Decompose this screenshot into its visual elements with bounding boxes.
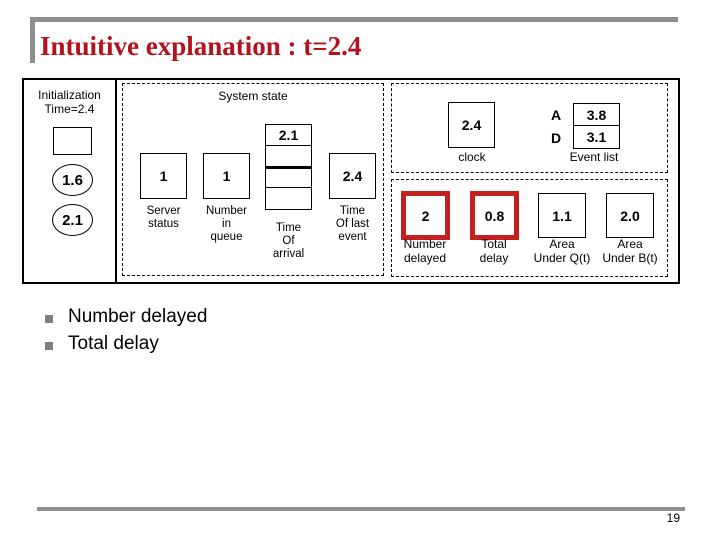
- number-in-queue-box: 1: [203, 153, 250, 199]
- arrival-stack-cell: [266, 188, 311, 209]
- system-state-panel: System state 1 1 2.1 2.4 Server status N…: [122, 83, 384, 276]
- event-type-departure: D: [550, 130, 562, 146]
- arrival-stack-cell: [266, 146, 311, 167]
- server-status-box: 1: [140, 153, 187, 199]
- area-under-qt-label: Area Under Q(t): [533, 237, 591, 265]
- time-of-arrival-stack: 2.1: [265, 124, 312, 210]
- clock-eventlist-panel: 2.4 clock A D 3.8 3.1 Event list: [391, 83, 668, 173]
- number-delayed-label: Number delayed: [403, 237, 447, 265]
- simulation-diagram: Initialization Time=2.4 1.6 2.1 System s…: [22, 78, 680, 284]
- area-under-bt-label: Area Under B(t): [602, 237, 658, 265]
- bullet-text: Total delay: [68, 333, 159, 354]
- initialization-label: Initialization Time=2.4: [38, 88, 101, 116]
- system-state-title: System state: [218, 89, 288, 103]
- initialization-empty-box: [53, 127, 92, 155]
- total-delay-label: Total delay: [479, 237, 509, 265]
- initialization-circle-1: 1.6: [52, 164, 93, 196]
- clock-label: clock: [458, 150, 486, 164]
- number-in-queue-label: Number in queue: [206, 205, 247, 243]
- footer-rule: [37, 507, 685, 511]
- event-time-departure: 3.1: [586, 129, 607, 145]
- area-under-qt-box: 1.1: [538, 193, 586, 238]
- number-delayed-box: 2: [401, 191, 450, 240]
- page-number: 19: [666, 511, 680, 525]
- time-of-arrival-label: Time Of arrival: [272, 222, 305, 260]
- server-status-label: Server status: [146, 205, 181, 230]
- total-delay-box: 0.8: [470, 191, 519, 240]
- event-time-arrival: 3.8: [574, 104, 619, 126]
- bullet-square-icon: [45, 342, 53, 350]
- event-list-label: Event list: [569, 150, 619, 164]
- slide-title: Intuitive explanation : t=2.4: [40, 31, 362, 61]
- event-list-stack: 3.8 3.1: [573, 103, 620, 149]
- initialization-circle-2: 2.1: [52, 204, 93, 236]
- counters-panel: 2 0.8 1.1 2.0 Number delayed Total delay…: [391, 179, 668, 277]
- bullet-text: Number delayed: [68, 306, 208, 327]
- time-of-last-event-label: Time Of last event: [335, 205, 370, 243]
- title-top-rule: [30, 17, 678, 22]
- event-type-arrival: A: [550, 107, 562, 123]
- title-left-rule: [30, 17, 35, 63]
- clock-box: 2.4: [448, 102, 495, 148]
- area-under-bt-box: 2.0: [606, 193, 654, 238]
- initialization-panel: Initialization Time=2.4 1.6 2.1: [24, 80, 117, 282]
- time-of-last-event-box: 2.4: [329, 153, 376, 199]
- arrival-stack-cell: [266, 167, 311, 188]
- bullet-square-icon: [45, 315, 53, 323]
- arrival-stack-cell: 2.1: [266, 125, 311, 146]
